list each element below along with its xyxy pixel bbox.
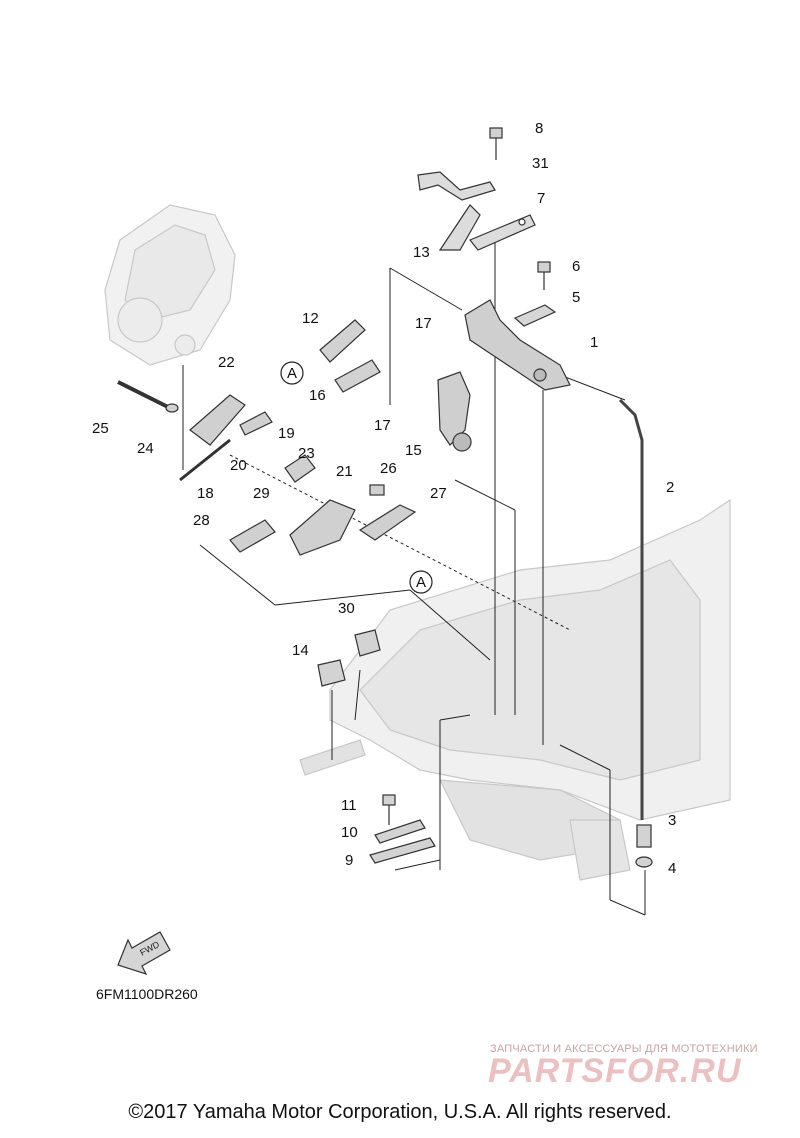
carb-levers-left (117, 380, 417, 556)
callout-29: 29 (253, 485, 270, 502)
bolt-8 (489, 127, 503, 160)
callout-22: 22 (218, 354, 235, 371)
bolt-6 (537, 261, 551, 290)
callout-14: 14 (292, 642, 309, 659)
callout-19: 19 (278, 425, 295, 442)
callout-20: 20 (230, 457, 247, 474)
watermark-brand: PARTSFOR.RU (488, 1052, 742, 1090)
callout-26: 26 (380, 460, 397, 477)
engine-ghost (104, 204, 236, 366)
fwd-arrow-icon: FWD (117, 931, 171, 976)
callout-31: 31 (532, 155, 549, 172)
callout-11: 11 (341, 797, 357, 814)
callout-3: 3 (668, 812, 676, 829)
throttle-bracket (417, 171, 536, 251)
callout-24: 24 (137, 440, 154, 457)
callout-12: 12 (302, 310, 319, 327)
ref-marker-a-2: A (409, 570, 433, 594)
callout-4: 4 (668, 860, 676, 877)
callout-17a: 17 (415, 315, 432, 332)
callout-23: 23 (298, 445, 315, 462)
callout-10: 10 (341, 824, 358, 841)
callout-2: 2 (666, 479, 674, 496)
callout-16: 16 (309, 387, 326, 404)
callout-9: 9 (345, 852, 353, 869)
watermark-tagline: ЗАПЧАСТИ И АКСЕССУАРЫ ДЛЯ МОТОТЕХНИКИ (490, 1043, 758, 1055)
copyright-footer: ©2017 Yamaha Motor Corporation, U.S.A. A… (128, 1101, 672, 1123)
callout-17b: 17 (374, 417, 391, 434)
callout-13: 13 (413, 244, 430, 261)
callout-8: 8 (535, 120, 543, 137)
lever-assembly-1 (464, 299, 571, 391)
links-12-16 (319, 319, 381, 393)
lower-cowling-ghost (299, 498, 731, 881)
arm-15 (437, 371, 472, 452)
plate-5 (513, 304, 557, 327)
clips-14-30 (317, 629, 381, 687)
callout-30: 30 (338, 600, 355, 617)
callout-25: 25 (92, 420, 109, 437)
callout-7: 7 (537, 190, 545, 207)
callout-1: 1 (590, 334, 598, 351)
drawing-code: 6FM1100DR260 (96, 986, 198, 1002)
clips-9-10-11 (369, 794, 436, 864)
svg-text:A: A (287, 365, 297, 382)
callout-18: 18 (197, 485, 214, 502)
rod-2 (618, 398, 644, 820)
leader-lines (182, 230, 646, 916)
collar-3-4 (635, 824, 653, 868)
callout-5: 5 (572, 289, 580, 306)
callout-6: 6 (572, 258, 580, 275)
callout-28: 28 (193, 512, 210, 529)
part-callouts: 8 31 7 13 6 5 12 17 1 22 16 17 25 19 24 … (92, 120, 676, 877)
callout-15: 15 (405, 442, 422, 459)
callout-27: 27 (430, 485, 447, 502)
ref-marker-a-1: A (280, 361, 304, 385)
svg-text:A: A (416, 574, 426, 591)
callout-21: 21 (336, 463, 353, 480)
